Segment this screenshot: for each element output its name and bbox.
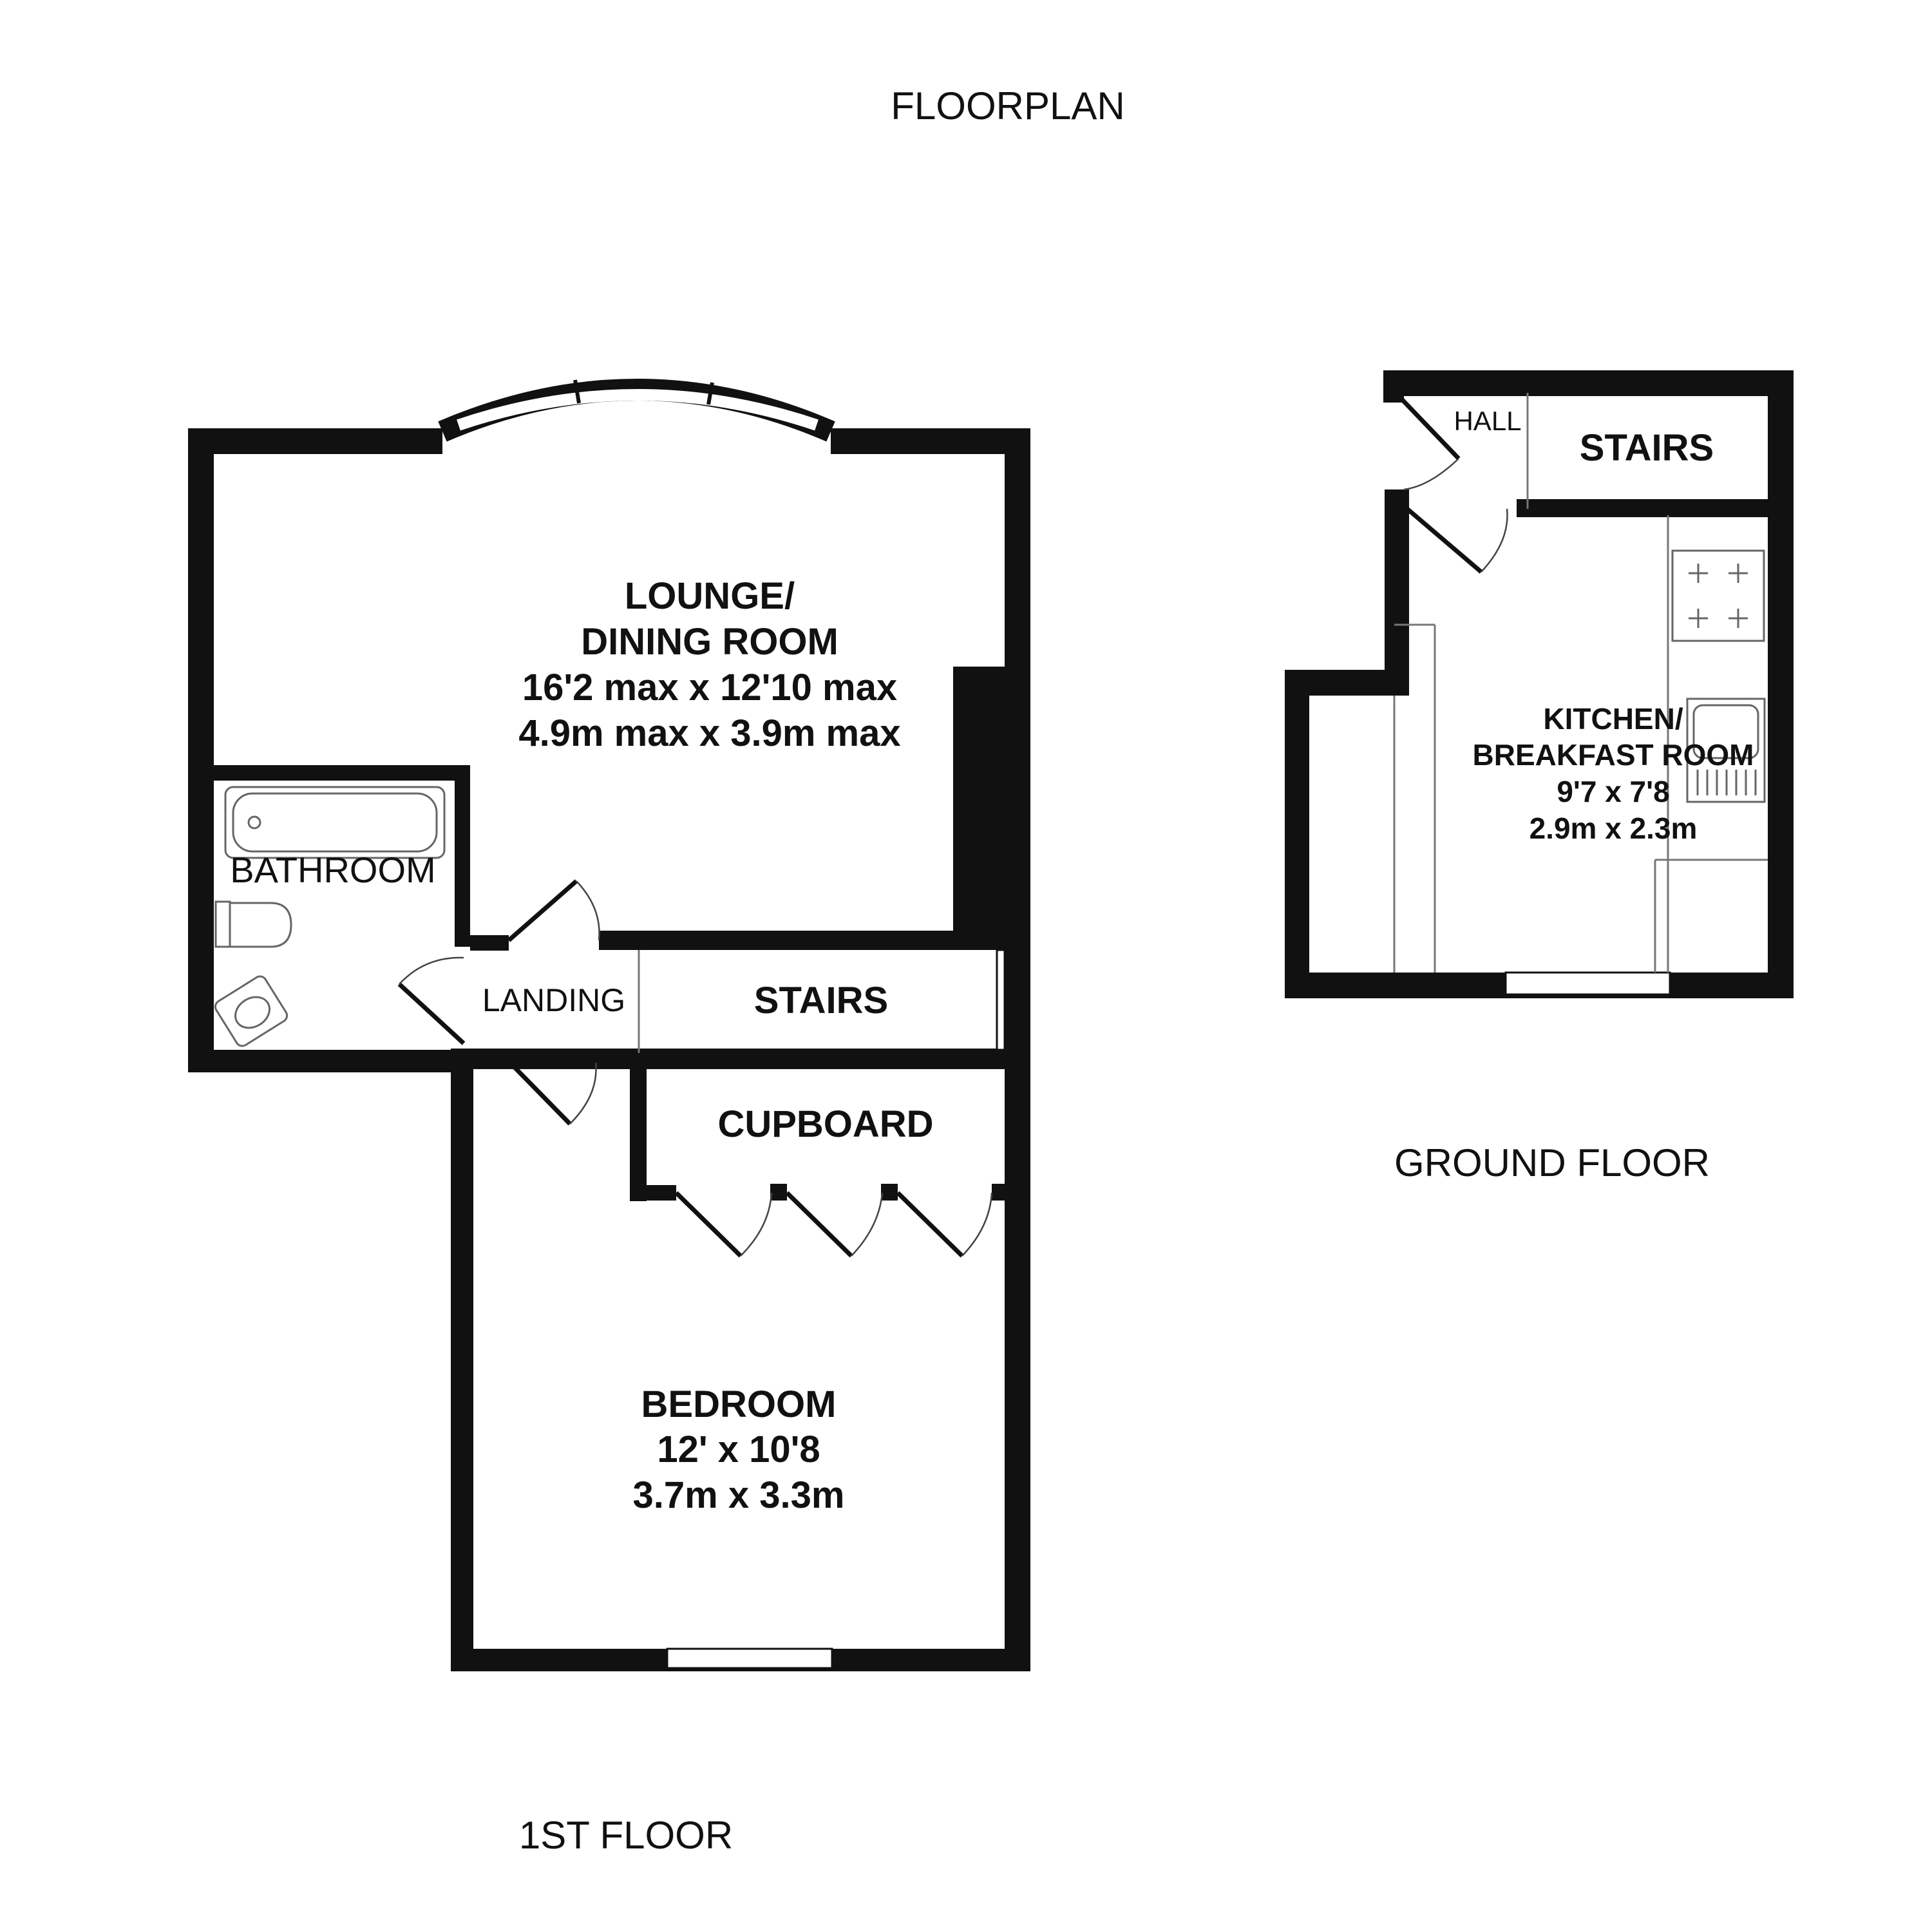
first-floor-plan: LOUNGE/ DINING ROOM 16'2 max x 12'10 max… xyxy=(188,379,1030,1857)
stairs-wall-bottom xyxy=(451,1049,1030,1069)
front-door xyxy=(1397,394,1461,491)
cupboard-post-1 xyxy=(770,1184,787,1201)
bedroom-imperial-dimensions: 12' x 10'8 xyxy=(657,1429,820,1470)
bay-window xyxy=(438,379,835,442)
lounge-wall-left xyxy=(188,428,214,1072)
lounge-landing-wall xyxy=(470,935,509,951)
cupboard-wall-left xyxy=(630,1066,647,1201)
landing-label: LANDING xyxy=(482,982,625,1018)
lounge-label-line1: LOUNGE/ xyxy=(625,575,795,617)
sink xyxy=(1686,698,1766,803)
first-floor-stairs-label: STAIRS xyxy=(754,980,888,1021)
ground-wall-left-mid xyxy=(1385,489,1409,696)
kitchen-window xyxy=(1504,971,1671,996)
ground-floor-stairs-label: STAIRS xyxy=(1580,427,1714,469)
bathroom-label: BATHROOM xyxy=(230,850,435,890)
bathroom-wall-bottom xyxy=(188,1050,459,1072)
cupboard-label: CUPBOARD xyxy=(717,1103,933,1145)
toilet xyxy=(214,900,292,948)
hob xyxy=(1671,549,1765,642)
bathroom-wall-right xyxy=(455,765,470,947)
bedroom-wall-left xyxy=(451,1066,473,1671)
ground-wall-top xyxy=(1383,370,1792,396)
lounge-metric-dimensions: 4.9m max x 3.9m max xyxy=(518,712,900,754)
lounge-wall-top-right xyxy=(831,428,1030,454)
cupboard-wall-bottom-left xyxy=(630,1185,676,1201)
bathroom-door xyxy=(397,956,466,1045)
page-title: FLOORPLAN xyxy=(891,84,1124,128)
bedroom-label: BEDROOM xyxy=(641,1383,837,1425)
ground-wall-right xyxy=(1768,370,1794,998)
hall-stairs-wall xyxy=(1517,499,1774,517)
kitchen-label-line2: BREAKFAST ROOM xyxy=(1473,738,1754,772)
kitchen-metric-dimensions: 2.9m x 2.3m xyxy=(1530,812,1698,845)
chimney-breast xyxy=(953,667,1008,931)
kitchen-label-line1: KITCHEN/ xyxy=(1543,702,1683,736)
bedroom-door xyxy=(507,1059,597,1126)
cupboard-doors xyxy=(674,1191,993,1258)
hall-label: HALL xyxy=(1454,406,1521,436)
washbasin xyxy=(214,975,289,1047)
first-floor-caption: 1ST FLOOR xyxy=(519,1814,733,1857)
ground-floor-plan: HALL STAIRS KITCHEN/ BREAKFAST ROOM 9'7 … xyxy=(1285,370,1794,1184)
kitchen-door xyxy=(1405,507,1508,574)
bedroom-metric-dimensions: 3.7m x 3.3m xyxy=(633,1474,845,1516)
lounge-door xyxy=(507,879,600,942)
bathtub xyxy=(224,786,446,859)
stairs-end-strip xyxy=(996,949,1006,1051)
lounge-label-line2: DINING ROOM xyxy=(581,621,838,663)
cupboard-post-2 xyxy=(881,1184,898,1201)
lounge-stairs-wall xyxy=(599,931,1008,950)
bathroom-wall-top xyxy=(188,765,469,781)
ground-wall-left-lower xyxy=(1285,670,1309,998)
ground-floor-caption: GROUND FLOOR xyxy=(1394,1141,1710,1184)
lounge-wall-top-left xyxy=(188,428,442,454)
bedroom-window xyxy=(666,1647,833,1669)
kitchen-imperial-dimensions: 9'7 x 7'8 xyxy=(1557,775,1669,808)
lounge-imperial-dimensions: 16'2 max x 12'10 max xyxy=(522,667,897,708)
kitchen-worktops xyxy=(1393,515,1768,973)
cupboard-post-3 xyxy=(992,1184,1006,1201)
